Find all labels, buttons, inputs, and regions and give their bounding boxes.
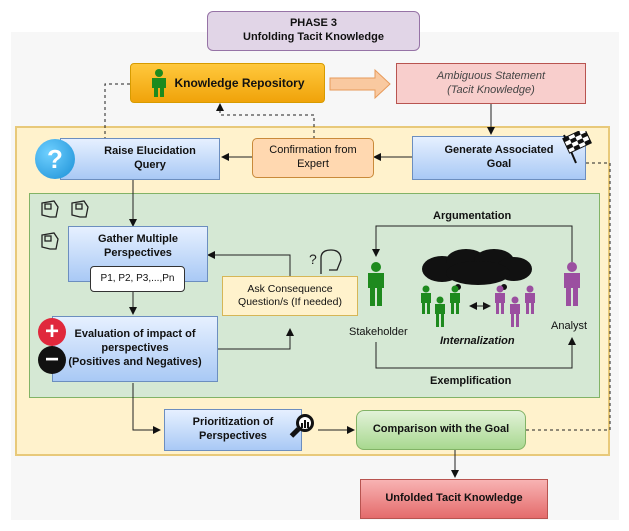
unfolded-box: Unfolded Tacit Knowledge <box>360 479 548 519</box>
generate-goal-line2: Goal <box>486 158 512 170</box>
minus-icon: − <box>38 346 66 374</box>
exemplification-label: Exemplification <box>430 375 512 387</box>
prioritization-line2: Perspectives <box>199 430 267 442</box>
confirmation-line2: Expert <box>297 158 329 170</box>
svg-text:?: ? <box>309 251 317 267</box>
stakeholder-icon <box>368 262 384 306</box>
ask-consequence-line1: Ask Consequence <box>247 282 333 295</box>
gather-line1: Gather Multiple <box>97 233 179 245</box>
generate-goal-box: Generate Associated Goal <box>412 136 586 180</box>
perspectives-list: P1, P2, P3,...,Pn <box>100 272 175 284</box>
elucidation-line2: Query <box>134 159 166 171</box>
ambiguous-statement-box: Ambiguous Statement (Tacit Knowledge) <box>396 63 586 104</box>
checkered-flag-icon <box>562 131 592 164</box>
evaluation-line3: (Positives and Negatives) <box>68 355 202 368</box>
knowledge-repository-label: Knowledge Repository <box>174 75 305 90</box>
person-icon <box>152 69 167 97</box>
ask-consequence-line2: Question/s (If needed) <box>238 296 342 308</box>
evaluation-box: Evaluation of impact of perspectives (Po… <box>52 316 218 382</box>
perspectives-list-box: P1, P2, P3,...,Pn <box>90 266 185 292</box>
phase-title: PHASE 3 <box>289 17 338 30</box>
prioritization-line1: Prioritization of <box>192 416 274 429</box>
ask-consequence-box: Ask Consequence Question/s (If needed) <box>222 276 358 316</box>
stakeholder-label: Stakeholder <box>349 326 408 338</box>
ambiguous-line2: (Tacit Knowledge) <box>447 83 535 96</box>
magnifier-chart-icon <box>288 414 316 442</box>
people-group-icon <box>421 285 535 327</box>
gather-line2: Perspectives <box>104 246 172 259</box>
analyst-icon <box>564 262 580 306</box>
confirmation-box: Confirmation from Expert <box>252 138 374 178</box>
analyst-label: Analyst <box>551 320 588 332</box>
elucidation-line1: Raise Elucidation <box>104 145 196 158</box>
evaluation-line1: Evaluation of impact of <box>74 328 196 341</box>
elucidation-box: Raise Elucidation Query <box>60 138 220 180</box>
thinking-heads-icon <box>41 200 89 250</box>
phase-subtitle: Unfolding Tacit Knowledge <box>243 31 384 43</box>
internalization-label: Internalization <box>440 335 515 347</box>
question-icon: ? <box>35 139 75 179</box>
generate-goal-line1: Generate Associated <box>444 144 554 157</box>
plus-icon: + <box>38 318 66 346</box>
knowledge-repository-box: Knowledge Repository <box>130 63 325 103</box>
ambiguous-line1: Ambiguous Statement <box>436 69 546 82</box>
unfolded-label: Unfolded Tacit Knowledge <box>385 492 523 505</box>
phase-header: PHASE 3 Unfolding Tacit Knowledge <box>207 11 420 51</box>
comparison-box: Comparison with the Goal <box>356 410 526 450</box>
prioritization-box: Prioritization of Perspectives <box>164 409 302 451</box>
evaluation-line2: perspectives <box>101 342 169 355</box>
thinking-person-icon: ? <box>309 249 342 274</box>
cloud-icon <box>422 249 532 290</box>
confirmation-line1: Confirmation from <box>269 144 357 157</box>
comparison-label: Comparison with the Goal <box>372 423 510 436</box>
argumentation-label: Argumentation <box>433 210 512 222</box>
